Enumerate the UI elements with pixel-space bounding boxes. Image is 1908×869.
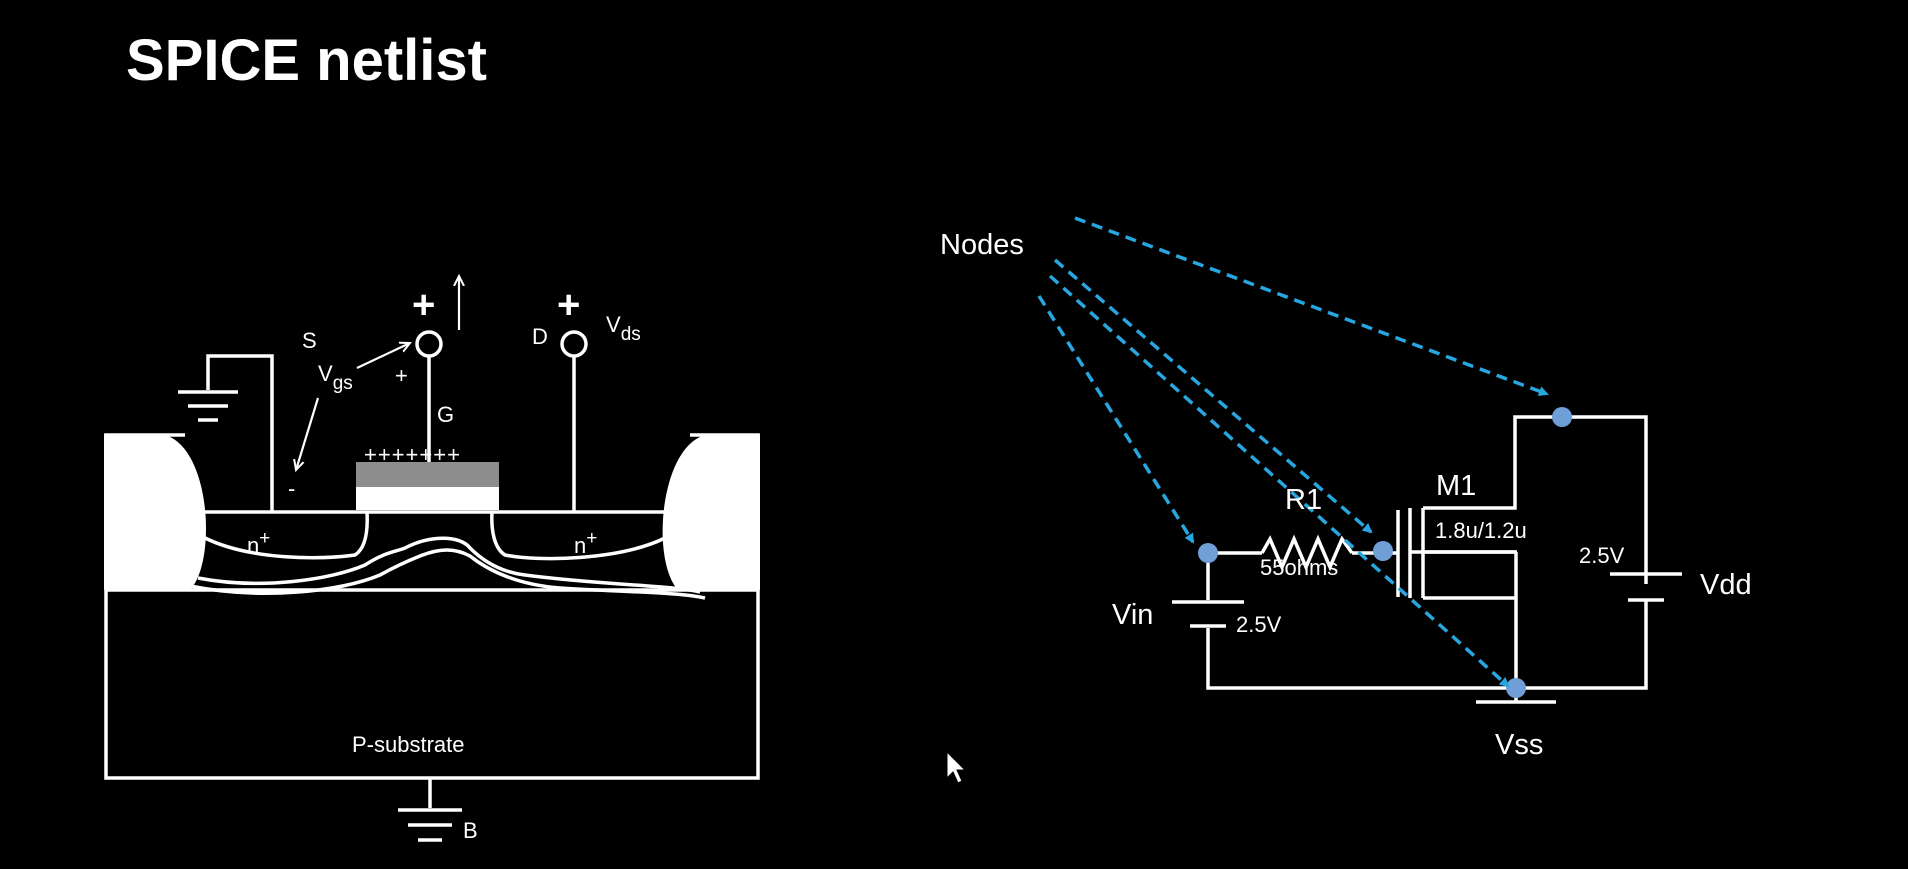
vin-value: 2.5V xyxy=(1236,612,1282,637)
resistor-r1 xyxy=(1260,534,1354,572)
field-oxide-right xyxy=(662,434,760,590)
n-plus-left: n+ xyxy=(247,528,270,558)
vgs-plus: + xyxy=(395,363,408,388)
gate-label: G xyxy=(437,402,454,427)
r1-label: R1 xyxy=(1285,484,1322,516)
field-oxide-left xyxy=(104,434,206,590)
vgs-down-arrow-icon xyxy=(296,397,320,470)
node-gate xyxy=(1373,541,1393,561)
node-arrow-gate xyxy=(1053,258,1373,534)
slide-title: SPICE netlist xyxy=(126,28,487,93)
vin-label: Vin xyxy=(1112,599,1153,631)
mosfet-m1-symbol xyxy=(1396,508,1518,688)
drain-plus: + xyxy=(557,283,580,327)
node-arrow-vss xyxy=(1048,274,1510,688)
vdd-source-icon xyxy=(1610,572,1682,602)
node-vss xyxy=(1506,678,1526,698)
m1-label: M1 xyxy=(1436,470,1476,502)
n-plus-right: n+ xyxy=(574,528,597,558)
gate-plus: + xyxy=(412,283,435,327)
substrate-label: P-substrate xyxy=(352,732,465,757)
gate-poly xyxy=(356,462,499,487)
vgs-arrow-icon xyxy=(356,343,410,369)
node-arrow-vin xyxy=(1037,295,1195,544)
vgs-label: Vgs xyxy=(318,361,353,394)
mouse-pointer-icon xyxy=(946,750,967,784)
node-vin xyxy=(1198,543,1218,563)
r1-value: 55ohms xyxy=(1260,555,1338,580)
vss-label: Vss xyxy=(1495,729,1543,761)
nodes-label: Nodes xyxy=(940,229,1024,261)
drain-terminal xyxy=(560,330,588,358)
m1-size: 1.8u/1.2u xyxy=(1435,518,1527,543)
gate-oxide xyxy=(356,487,499,510)
vgs-minus: - xyxy=(288,476,295,501)
vdd-value: 2.5V xyxy=(1579,543,1625,568)
vin-source-icon xyxy=(1172,600,1244,628)
gate-charges: +++++++ xyxy=(364,442,461,467)
body-label: B xyxy=(463,818,478,843)
node-vdd xyxy=(1552,407,1572,427)
mosfet-cross-section: +++++++ S Vgs + - + G D xyxy=(104,276,760,843)
p-substrate-region xyxy=(104,588,760,780)
body-ground-icon xyxy=(398,808,462,842)
circuit-schematic: Nodes R1 55ohms M1 1.8u/1.2u Vin 2.5V 2.… xyxy=(940,216,1752,761)
node-arrow-vdd xyxy=(1074,216,1549,396)
gate-terminal xyxy=(415,330,443,358)
vdd-label: Vdd xyxy=(1700,569,1752,601)
source-ground-icon xyxy=(178,390,238,422)
vds-label: Vds xyxy=(606,312,641,345)
source-label: S xyxy=(302,328,317,353)
drain-label: D xyxy=(532,324,548,349)
